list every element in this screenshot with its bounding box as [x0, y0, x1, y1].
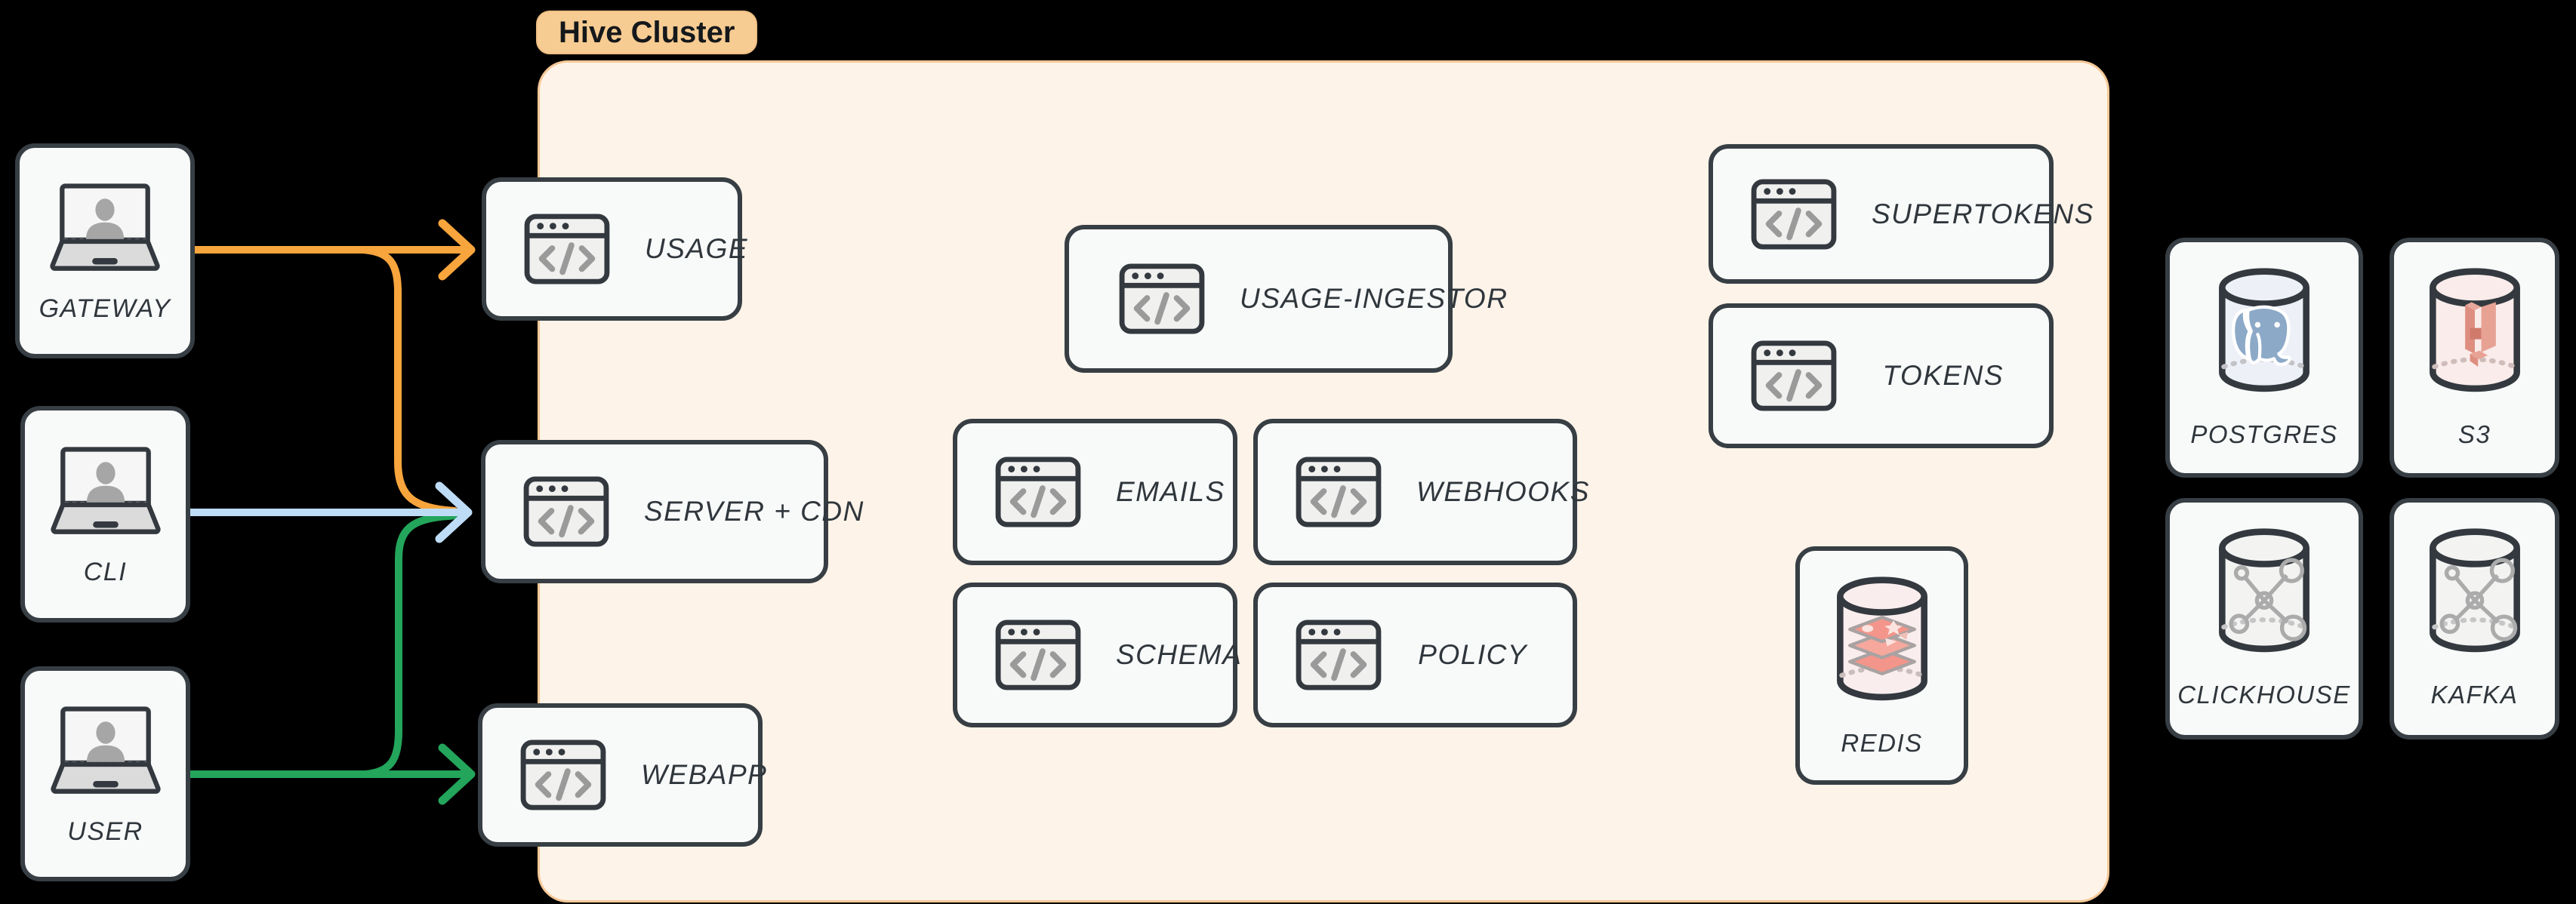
- node-supertokens-label: SUPERTOKENS: [1872, 198, 2094, 229]
- node-server-cdn: SERVER + CDN: [481, 440, 863, 583]
- node-server-cdn-label: SERVER + CDN: [644, 496, 864, 527]
- node-postgres-label: POSTGRES: [2190, 420, 2338, 448]
- node-kafka: KAFKA: [2390, 498, 2559, 739]
- browser-code-icon: [1749, 177, 1838, 251]
- node-clickhouse-label: CLICKHOUSE: [2177, 681, 2351, 709]
- node-s3: S3: [2390, 238, 2559, 478]
- node-policy-label: POLICY: [1418, 639, 1527, 670]
- node-webapp: WEBAPP: [478, 703, 766, 847]
- edge-gateway-to-server-cdn: [359, 246, 458, 515]
- laptop-user-icon: [42, 178, 168, 273]
- browser-code-icon: [1294, 455, 1383, 529]
- browser-code-icon: [1117, 262, 1206, 336]
- node-s3-label: S3: [2457, 420, 2491, 448]
- node-gateway-label: GATEWAY: [39, 294, 171, 323]
- browser-code-icon: [1294, 618, 1383, 692]
- node-tokens-label: TOKENS: [1882, 360, 2004, 391]
- node-supertokens: SUPERTOKENS: [1709, 144, 2093, 284]
- node-kafka-label: KAFKA: [2430, 681, 2519, 709]
- hive-cluster-label: Hive Cluster: [536, 11, 758, 54]
- edge-user-to-webapp-arrowhead: [438, 743, 476, 805]
- browser-code-icon: [994, 455, 1083, 529]
- browser-code-icon: [994, 618, 1083, 692]
- laptop-user-icon: [42, 441, 169, 537]
- node-cli: CLI: [20, 406, 190, 623]
- kafka-database-icon: [2418, 524, 2531, 661]
- node-tokens: TOKENS: [1709, 303, 2054, 448]
- node-user: USER: [20, 666, 190, 881]
- node-user-label: USER: [67, 817, 143, 846]
- node-schema: SCHEMA: [953, 583, 1241, 727]
- browser-code-icon: [522, 212, 612, 286]
- node-gateway: GATEWAY: [15, 143, 195, 358]
- node-clickhouse: CLICKHOUSE: [2165, 498, 2363, 739]
- node-schema-label: SCHEMA: [1116, 639, 1243, 670]
- browser-code-icon: [522, 475, 611, 549]
- postgres-database-icon: [2208, 263, 2321, 401]
- s3-database-icon: [2418, 263, 2531, 401]
- node-webhooks-label: WEBHOOKS: [1416, 476, 1590, 507]
- node-redis: REDIS: [1795, 546, 1968, 785]
- browser-code-icon: [1749, 339, 1838, 413]
- browser-code-icon: [519, 738, 608, 812]
- node-policy: POLICY: [1253, 583, 1577, 727]
- node-webapp-label: WEBAPP: [641, 759, 768, 790]
- redis-database-icon: [1826, 572, 1939, 709]
- laptop-user-icon: [42, 701, 169, 796]
- node-cli-label: CLI: [83, 558, 128, 586]
- edge-user-to-server-cdn: [362, 512, 460, 778]
- node-usage-ingestor-label: USAGE-INGESTOR: [1240, 283, 1508, 314]
- node-usage-label: USAGE: [645, 233, 749, 264]
- node-usage-ingestor: USAGE-INGESTOR: [1065, 225, 1507, 373]
- node-emails: EMAILS: [953, 419, 1237, 565]
- node-usage: USAGE: [482, 177, 747, 321]
- node-webhooks: WEBHOOKS: [1253, 419, 1588, 565]
- node-emails-label: EMAILS: [1116, 476, 1225, 507]
- edge-gateway-to-usage-arrowhead: [438, 219, 476, 281]
- clickhouse-database-icon: [2208, 524, 2321, 661]
- edge-cli-to-server-cdn-arrowhead: [435, 481, 473, 543]
- node-redis-label: REDIS: [1841, 729, 1923, 757]
- node-postgres: POSTGRES: [2165, 238, 2363, 478]
